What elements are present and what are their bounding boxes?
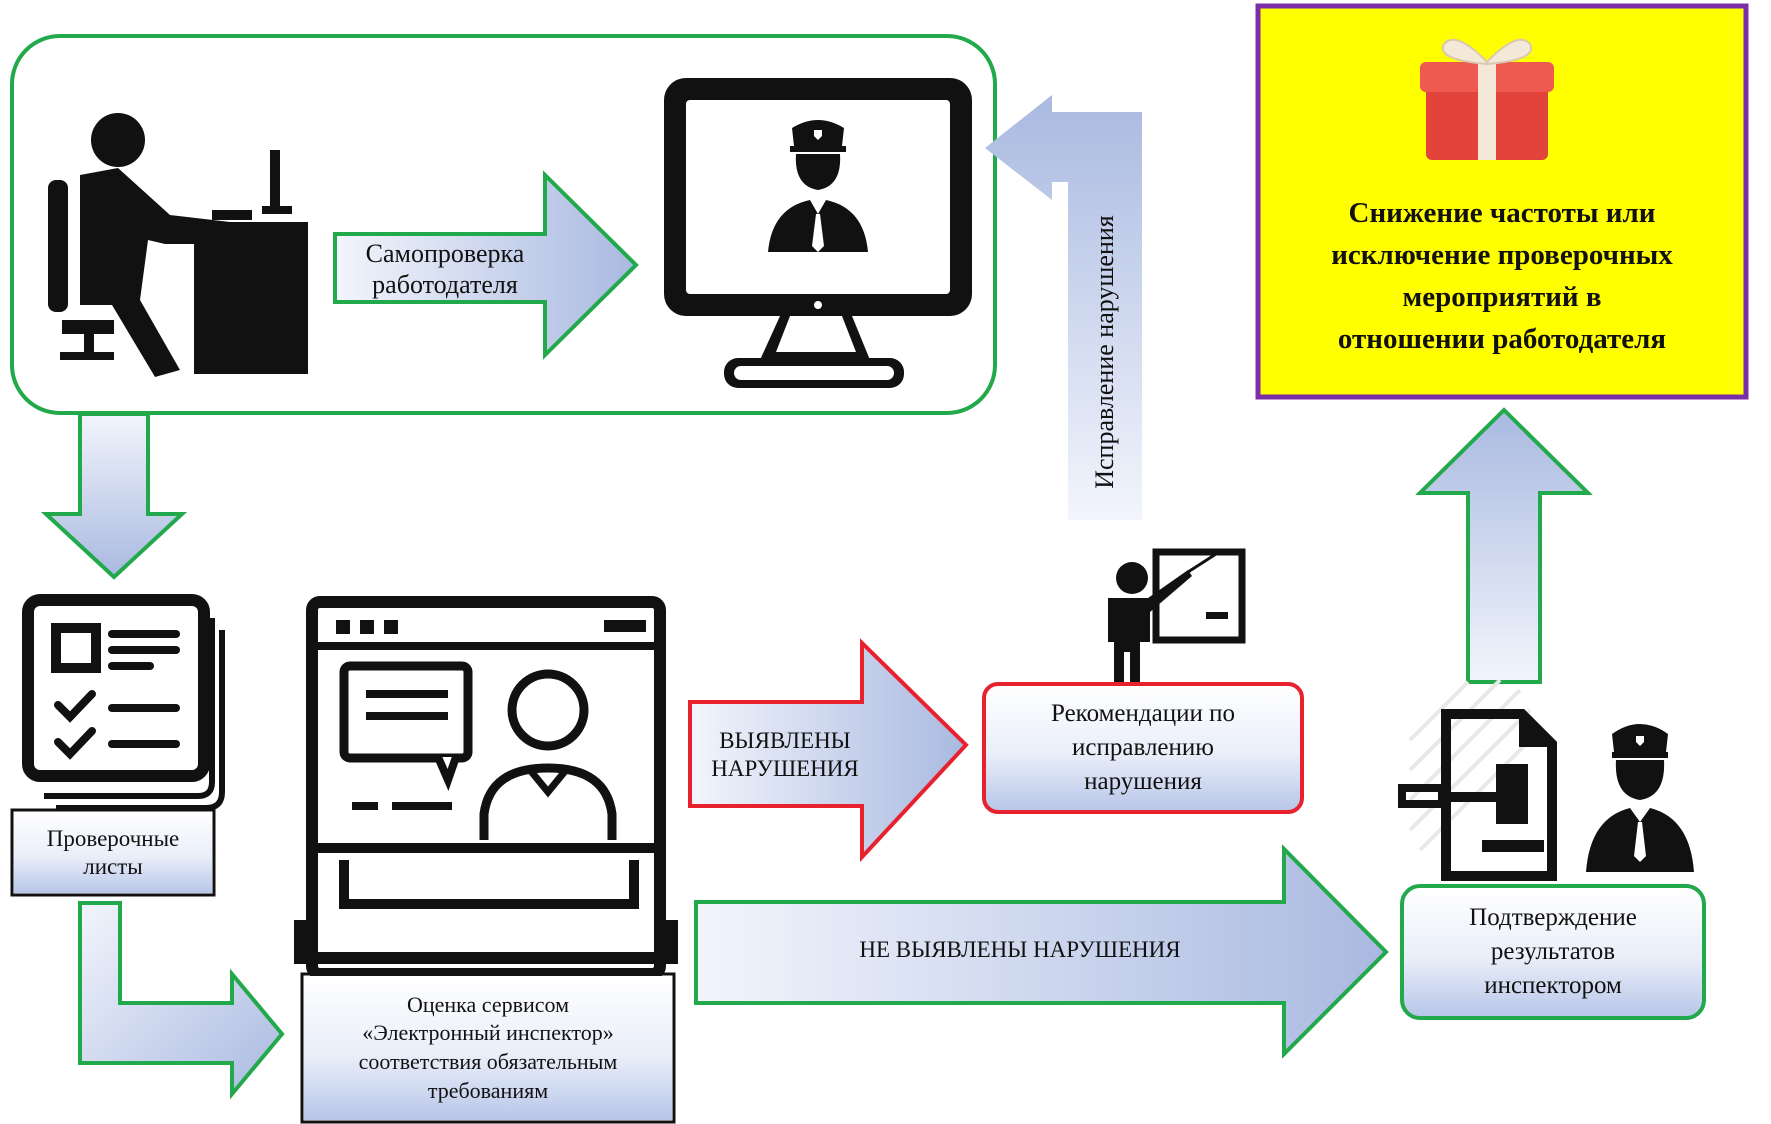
confirmation-box: Подтверждение результатов инспектором — [1400, 884, 1706, 1020]
checklists-label: Проверочные листы — [14, 812, 212, 893]
e-inspector-label: Оценка сервисом «Электронный инспектор» … — [304, 976, 672, 1120]
e-inspector-box-frame — [300, 972, 676, 1124]
laptop-video-chat-icon — [294, 596, 678, 980]
no-violations-arrow — [694, 844, 1389, 1059]
reward-text: Снижение частоты или исключение провероч… — [1331, 196, 1673, 356]
recommendations-box: Рекомендации по исправлению нарушения — [982, 682, 1304, 814]
fix-violation-label: Исправление нарушения — [1090, 215, 1120, 489]
teacher-board-icon — [1108, 548, 1246, 686]
police-officer-icon — [1586, 724, 1694, 872]
employer-at-desk-icon — [48, 113, 308, 377]
checklist-icon — [22, 594, 225, 811]
violations-found-arrow — [688, 638, 969, 863]
checklists-label-frame — [10, 808, 216, 897]
reward-up-arrow — [1415, 407, 1593, 684]
court-document-icon — [1398, 678, 1557, 881]
employer-frame — [10, 34, 997, 415]
self-check-label: Самопроверка работодателя — [365, 238, 525, 299]
fix-violation-arrow — [985, 95, 1142, 520]
down-to-checklists-arrow — [40, 412, 188, 580]
self-check-arrow — [333, 170, 639, 360]
gift-icon — [1420, 38, 1554, 160]
monitor-inspector-icon — [664, 78, 972, 388]
violations-found-label: ВЫЯВЛЕНЫ НАРУШЕНИЯ — [711, 728, 859, 781]
checklists-to-inspector-arrow — [78, 901, 285, 1100]
no-violations-label: НЕ ВЫЯВЛЕНЫ НАРУШЕНИЯ — [859, 937, 1181, 963]
